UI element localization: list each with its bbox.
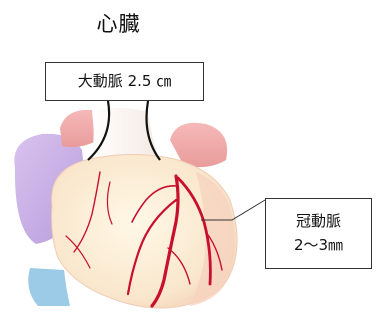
- diagram-title: 心臓: [96, 12, 141, 36]
- heart-right-shade: [190, 172, 235, 306]
- coronary-arteries: [65, 171, 223, 308]
- coronary-artery-branch-right: [176, 176, 212, 286]
- coronary-artery-small-1: [131, 184, 179, 223]
- aorta-callout-left-line: [87, 100, 111, 161]
- vena-cava-lower: [28, 268, 70, 306]
- coronary-label-line1: 冠動脈: [295, 212, 341, 230]
- coronary-artery-small-2: [73, 171, 101, 253]
- coronary-artery-small-4: [205, 231, 223, 271]
- coronary-artery-small-6: [65, 235, 91, 269]
- coronary-label-line2: 2～3㎜: [293, 236, 344, 254]
- aorta-label: 大動脈 2.5 ㎝: [77, 72, 172, 90]
- pulmonary-artery: [170, 122, 228, 168]
- aortic-arch-left: [60, 109, 98, 148]
- coronary-artery-small-5: [167, 247, 191, 285]
- coronary-callout-line: [201, 199, 266, 221]
- aorta-callout-right-line: [145, 100, 161, 161]
- coronary-artery-branch-left: [126, 198, 178, 296]
- coronary-artery-small-3: [106, 181, 113, 225]
- coronary-artery-main: [150, 174, 180, 308]
- aorta-label-box: 大動脈 2.5 ㎝: [45, 62, 204, 101]
- coronary-label-box: 冠動脈 2～3㎜: [265, 198, 372, 269]
